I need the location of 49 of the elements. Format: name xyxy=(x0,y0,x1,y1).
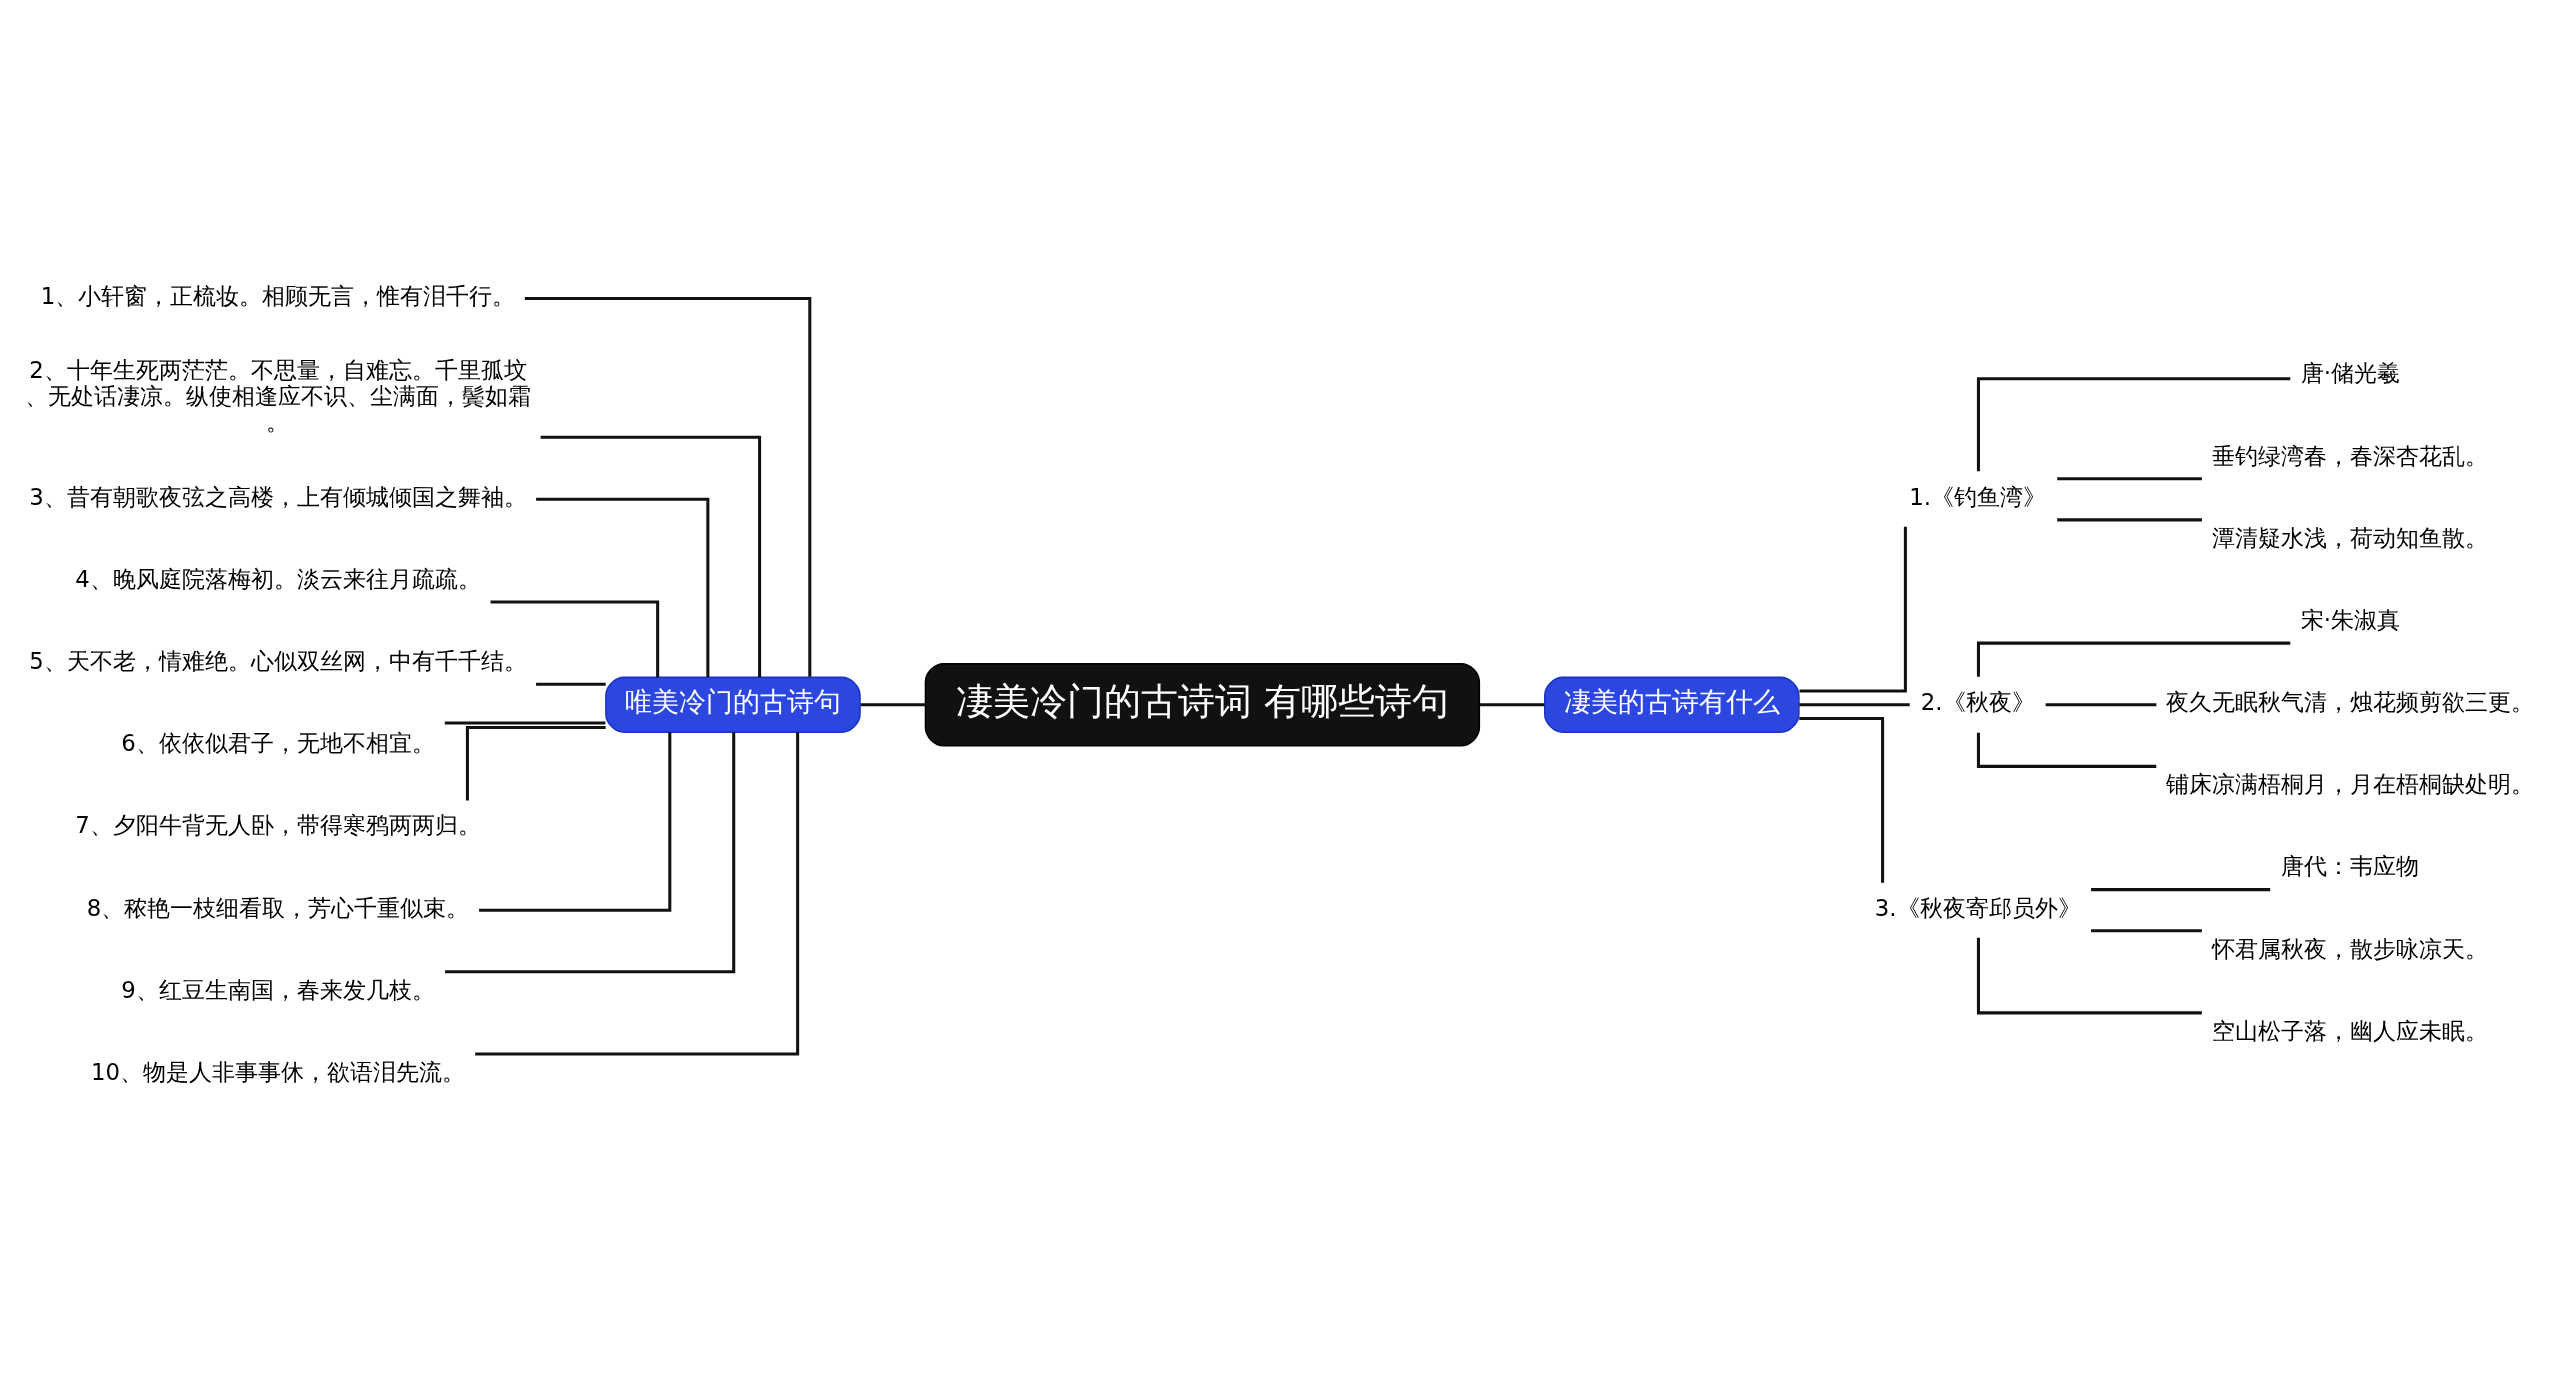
connector xyxy=(475,732,800,1056)
node-box: 凄美的古诗有什么 xyxy=(1544,676,1800,733)
connector xyxy=(1976,377,2291,472)
node-box: 凄美冷门的古诗词 有哪些诗句 xyxy=(924,662,1481,747)
connector xyxy=(1976,641,2291,677)
connector xyxy=(2045,703,2157,707)
node-text: 6、依依似君子，无地不相宜。 xyxy=(121,730,435,757)
node-text: 潭清疑水浅，荷动知鱼散。 xyxy=(2212,524,2489,551)
node-text: 3.《秋夜寄邱员外》 xyxy=(1874,894,2081,921)
connector xyxy=(1799,703,1910,707)
connector xyxy=(1976,937,2202,1015)
connector xyxy=(540,435,762,678)
connector xyxy=(536,497,710,678)
connector xyxy=(1976,732,2157,768)
node-text: 空山松子落，幽人应未眠。 xyxy=(2212,1017,2489,1044)
connector xyxy=(860,703,926,707)
node-text: 夜久无眠秋气清，烛花频剪欲三更。 xyxy=(2166,689,2535,716)
node-text: 3、昔有朝歌夜弦之高楼，上有倾城倾国之舞袖。 xyxy=(29,483,527,510)
node-text: 铺床凉满梧桐月，月在梧桐缺处明。 xyxy=(2166,771,2535,798)
connector xyxy=(2057,477,2202,481)
connector xyxy=(465,726,606,801)
node-text: 10、物是人非事事休，欲语泪先流。 xyxy=(90,1058,465,1085)
connector xyxy=(2057,518,2202,522)
node-text: 唐·储光羲 xyxy=(2300,360,2401,387)
node-text: 8、秾艳一枝细看取，芳心千重似束。 xyxy=(86,894,470,921)
connector xyxy=(479,732,672,912)
node-text: 怀君属秋夜，散步咏凉天。 xyxy=(2212,935,2489,962)
connector xyxy=(445,732,736,974)
node-text: 宋·朱淑真 xyxy=(2300,606,2401,633)
node-text: 1.《钓鱼湾》 xyxy=(1909,483,2047,510)
connector xyxy=(1799,526,1907,693)
node-text: 2.《秋夜》 xyxy=(1920,689,2035,716)
connector xyxy=(490,600,660,678)
connector xyxy=(1479,703,1545,707)
connector xyxy=(2091,929,2202,933)
node-text: 4、晚风庭院落梅初。淡云来往月疏疏。 xyxy=(75,565,481,592)
node-text: 5、天不老，情难绝。心似双丝网，中有千千结。 xyxy=(29,648,527,674)
node-text: 唐代：韦应物 xyxy=(2281,853,2420,880)
connector xyxy=(2091,888,2271,892)
node-text: 垂钓绿湾春，春深杏花乱。 xyxy=(2212,442,2489,469)
node-text: 7、夕阳牛背无人卧，带得寒鸦两两归。 xyxy=(75,812,481,839)
connector xyxy=(1799,716,1885,883)
node-box: 唯美冷门的古诗句 xyxy=(605,676,861,733)
connector xyxy=(524,296,812,677)
node-text: 2、十年生死两茫茫。不思量，自难忘。千里孤坟、无处话凄凉。纵使相逢应不识、尘满面，鬓如霜。 xyxy=(24,357,531,436)
connector xyxy=(536,682,606,686)
node-text: 9、红豆生南国，春来发几枝。 xyxy=(121,976,435,1003)
connector xyxy=(444,721,606,725)
node-text: 1、小轩窗，正梳妆。相顾无言，惟有泪千行。 xyxy=(40,282,516,309)
